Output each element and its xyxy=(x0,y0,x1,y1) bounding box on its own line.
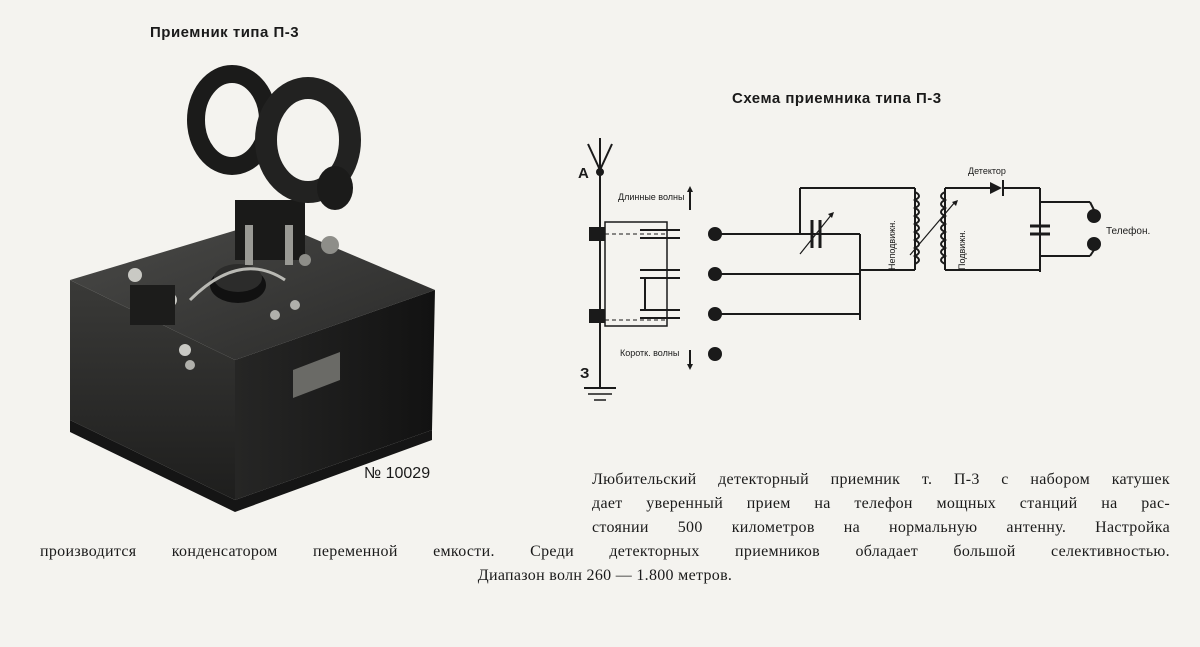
fixed-capacitor-icon xyxy=(1030,224,1050,236)
short-waves-label: Коротк. волны xyxy=(620,348,679,358)
ground-label: З xyxy=(580,365,589,382)
moving-coil-icon xyxy=(909,188,958,270)
ground-icon xyxy=(584,387,616,401)
receiver-photo xyxy=(70,65,435,512)
moving-coil-label: Подвижн. xyxy=(957,230,967,270)
description-line: Любительский детекторный приемник т. П-3… xyxy=(592,471,1170,488)
fixed-coil-label: Неподвижн. xyxy=(887,220,897,270)
antenna-icon xyxy=(587,138,613,176)
fixed-coil-icon xyxy=(912,188,920,270)
circuit-schematic: А Длинные волны Коротк. волны З xyxy=(578,138,1150,401)
schematic-title: Схема приемника типа П-3 xyxy=(732,90,942,107)
description-line: Диапазон волн 260 — 1.800 метров. xyxy=(477,567,733,584)
antenna-label: А xyxy=(578,165,589,182)
description-line: производится конденсатором переменной ем… xyxy=(40,543,1170,560)
variable-capacitor-icon xyxy=(799,212,834,255)
long-waves-label: Длинные волны xyxy=(618,192,684,202)
description-line: дает уверенный прием на телефон мощных с… xyxy=(592,495,1170,512)
phones-label: Телефон. xyxy=(1106,225,1150,237)
detector-diode-icon xyxy=(990,180,1004,196)
description: Любительский детекторный приемник т. П-3… xyxy=(40,468,1170,588)
photo-title: Приемник типа П-3 xyxy=(150,24,300,41)
catalog-number: № 10029 xyxy=(364,465,431,482)
description-line: стоянии 500 километров на нормальную ант… xyxy=(592,519,1170,536)
detector-label: Детектор xyxy=(968,166,1006,176)
